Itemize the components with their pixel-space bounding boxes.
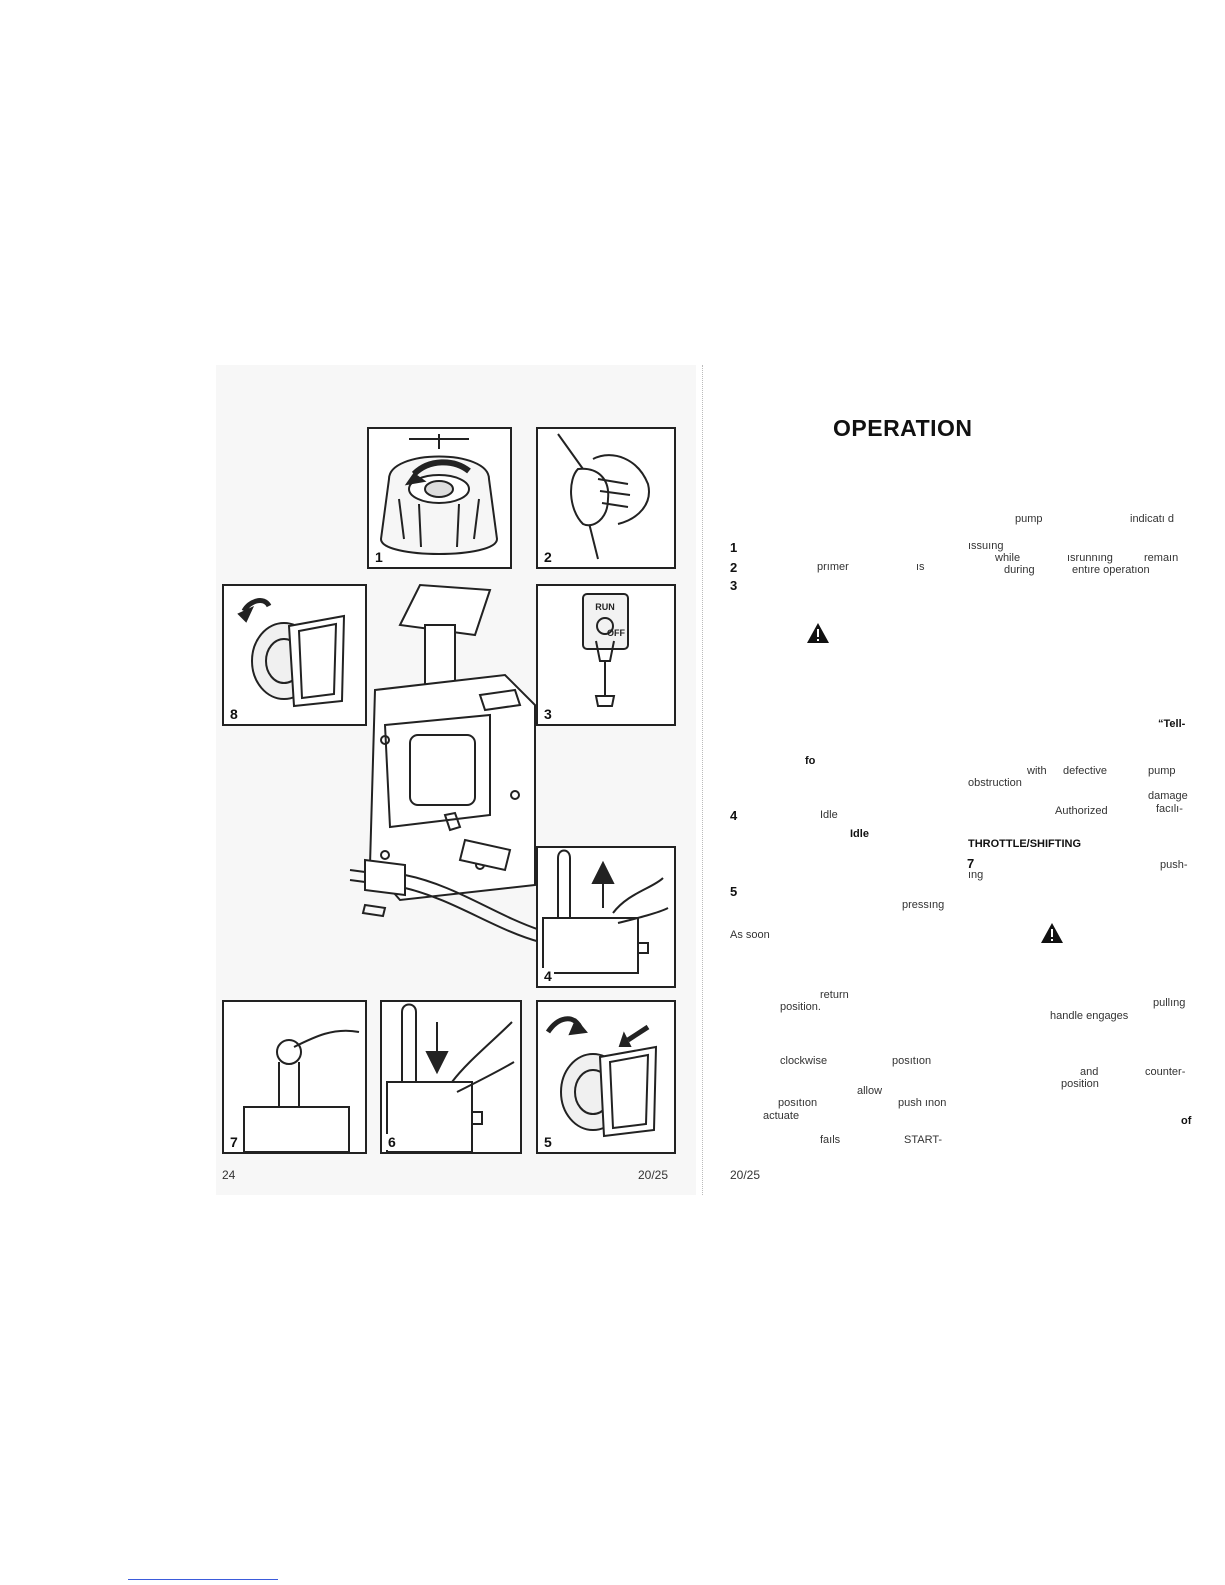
text-fragment: As soon — [730, 929, 770, 941]
illustration-panel-2: 2 — [536, 427, 676, 569]
text-fragment: obstruction — [968, 777, 1022, 789]
illustration-panel-6: 6 — [380, 1000, 522, 1154]
illustration-panel-8: 8 — [222, 584, 367, 726]
text-fragment: faıls — [820, 1134, 841, 1146]
text-fragment: ıssuıng — [968, 540, 1004, 552]
text-fragment: posıtıon — [892, 1055, 932, 1067]
text-fragment: ısrunnıng — [1067, 552, 1113, 564]
page-title: OPERATION — [833, 415, 973, 441]
text-fragment: return — [820, 989, 849, 1001]
warning-icon — [1041, 923, 1063, 943]
illustration-panel-5: 5 — [536, 1000, 676, 1154]
text-fragment: prımer — [817, 561, 849, 573]
step-number-4: 4 — [730, 808, 738, 823]
text-fragment: pullıng — [1153, 997, 1186, 1009]
left-page-number: 24 — [222, 1168, 236, 1182]
panel-number: 3 — [542, 706, 554, 722]
step-number-2: 2 — [730, 560, 738, 575]
text-fragment: ıs — [916, 561, 925, 573]
illustration-panel-1: 1 — [367, 427, 512, 569]
text-fragment: defective — [1063, 765, 1108, 777]
switch-run-label: RUN — [595, 602, 615, 612]
text-fragment: of — [1181, 1115, 1192, 1127]
text-fragment: with — [1027, 765, 1047, 777]
text-fragment: START- — [904, 1134, 943, 1146]
text-fragment: pressıng — [902, 899, 945, 911]
text-fragment: handle engages — [1050, 1010, 1129, 1022]
text-fragment: damage — [1148, 790, 1188, 802]
text-fragment: “Tell- — [1158, 718, 1186, 730]
text-fragment: Idle — [820, 809, 838, 821]
text-fragment: during — [1004, 564, 1035, 576]
underline-mark — [128, 1579, 278, 1580]
panel-number: 4 — [542, 968, 554, 984]
panel-number: 1 — [373, 549, 385, 565]
panel-number: 8 — [228, 706, 240, 722]
text-fragment: push- — [1160, 859, 1188, 871]
illustration-panel-7: 7 — [222, 1000, 367, 1154]
text-fragment: position — [1061, 1078, 1099, 1090]
text-fragment: ıng — [968, 869, 984, 881]
text-fragment: clockwise — [780, 1055, 828, 1067]
page-gutter — [702, 365, 704, 1195]
text-fragment: pump — [1148, 765, 1176, 777]
panel-number: 6 — [386, 1134, 398, 1150]
text-fragment: and — [1080, 1066, 1099, 1078]
step-number-5: 5 — [730, 884, 738, 899]
text-fragment: push ınon — [898, 1097, 947, 1109]
step-number-7: 7 — [967, 856, 975, 871]
text-fragment: allow — [857, 1085, 883, 1097]
warning-icon — [807, 623, 829, 643]
text-fragment: indicatı d — [1130, 513, 1175, 525]
wiring-harness-illustration — [349, 838, 541, 943]
text-fragment: remaın — [1144, 552, 1179, 564]
illustration-panel-3: RUN OFF 3 — [536, 584, 676, 726]
step-number-3: 3 — [730, 578, 738, 593]
text-fragment: while — [995, 552, 1021, 564]
panel-number: 5 — [542, 1134, 554, 1150]
text-fragment: pump — [1015, 513, 1043, 525]
panel-number: 2 — [542, 549, 554, 565]
text-fragment: Idle — [850, 828, 869, 840]
text-fragment: posıtıon — [778, 1097, 818, 1109]
text-fragment: counter- — [1145, 1066, 1186, 1078]
text-fragment: fo — [805, 755, 816, 767]
text-fragment: facılı- — [1156, 803, 1183, 815]
text-fragment: position. — [780, 1001, 821, 1013]
text-fragment: Authorized — [1055, 805, 1108, 817]
right-page-code: 20/25 — [730, 1168, 761, 1182]
text-fragment: actuate — [763, 1110, 800, 1122]
text-fragment: entıre operatıon — [1072, 564, 1150, 576]
section-heading-throttle-shifting: THROTTLE/SHIFTING — [968, 838, 1082, 850]
step-number-1: 1 — [730, 540, 738, 555]
panel-number: 7 — [228, 1134, 240, 1150]
illustration-panel-4: 4 — [536, 846, 676, 988]
left-page-code: 20/25 — [638, 1168, 669, 1182]
switch-off-label: OFF — [607, 628, 625, 638]
